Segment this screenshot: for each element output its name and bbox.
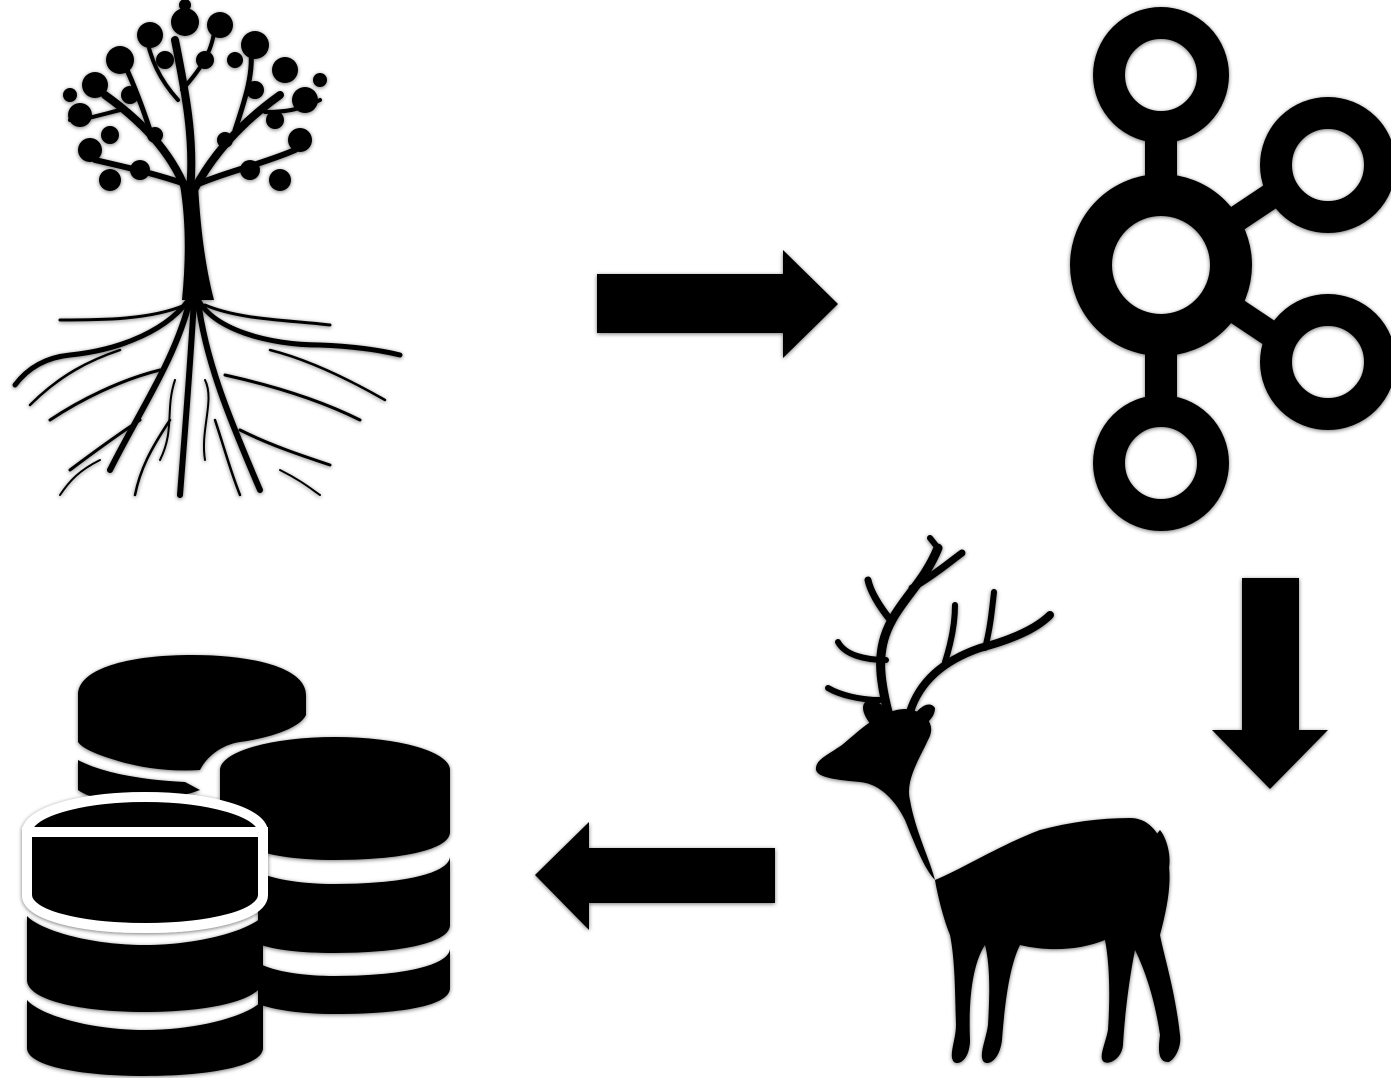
arrow-down-icon [1212,578,1328,789]
deer-stag-icon [815,535,1181,1064]
arrow-left-icon [535,822,775,930]
database-cylinder-right [220,737,450,1014]
arrow-right-icon [597,250,838,358]
kafka-network-hub-icon [1070,7,1391,531]
database-stack-icon [22,655,450,1076]
tree-with-roots-icon [12,0,403,498]
database-cylinder-front [22,792,268,934]
database-cylinder-back [78,655,306,800]
